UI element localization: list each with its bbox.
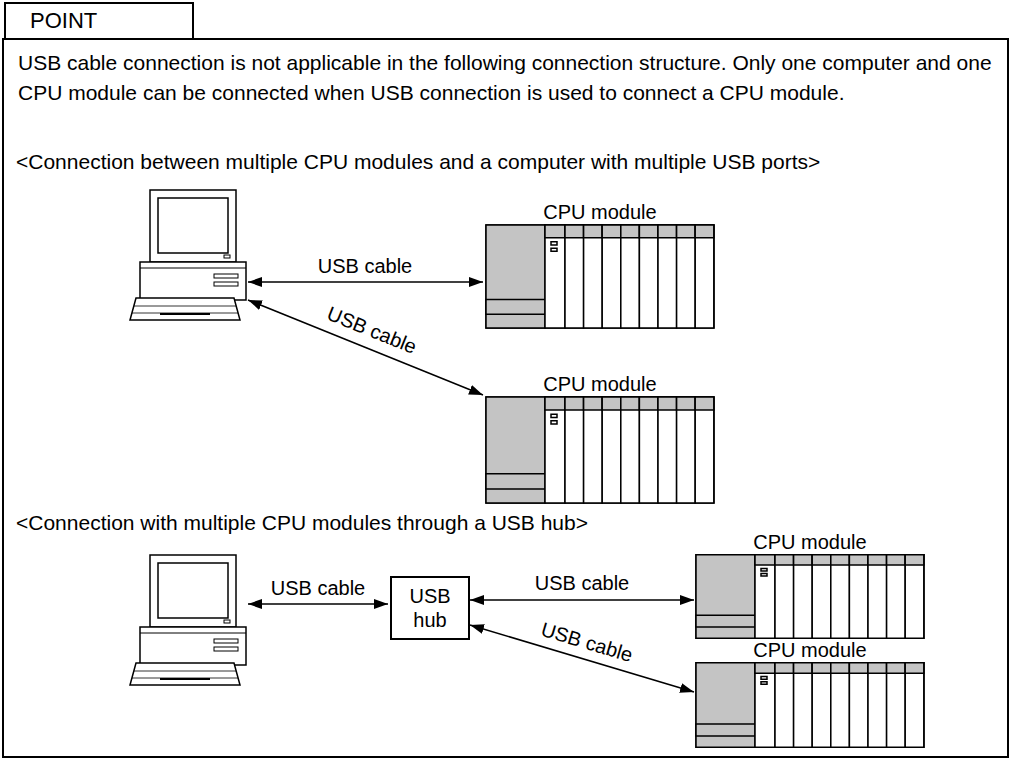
usb-cable-line: [248, 300, 483, 395]
cable-label: USB cable: [324, 301, 421, 359]
cpu-module-body: [695, 554, 925, 639]
cable-label: USB cable: [271, 576, 366, 600]
cable-label: USB cable: [535, 571, 630, 595]
section-heading: <Connection between multiple CPU modules…: [16, 150, 820, 174]
usb-hub-box: USB hub: [390, 576, 470, 640]
module-heading: CPU module: [485, 372, 715, 396]
point-tab: POINT: [4, 2, 194, 40]
cpu-module-body: [485, 224, 715, 329]
cpu-module-drawing: [695, 554, 925, 639]
tab-title: POINT: [6, 4, 192, 38]
cable-label: USB cable: [318, 254, 413, 278]
cpu-module: CPU module: [695, 530, 925, 639]
usb-cable-connector: [470, 599, 694, 601]
usb-cable-line: [248, 603, 388, 605]
cable-label: USB cable: [538, 617, 635, 667]
cpu-module-body: [695, 662, 925, 748]
cpu-module: CPU module: [485, 372, 715, 504]
section-heading: <Connection with multiple CPU modules th…: [16, 511, 588, 535]
cpu-module: CPU module: [485, 200, 715, 329]
usb-cable-line: [248, 281, 483, 283]
point-frame: USB cable connection is not applicable i…: [2, 38, 1009, 758]
computer-icon: [130, 190, 246, 320]
note-paragraph: USB cable connection is not applicable i…: [18, 48, 998, 108]
module-heading: CPU module: [485, 200, 715, 224]
hub-label: USB hub: [396, 584, 464, 632]
cpu-module-drawing: [485, 224, 715, 329]
cpu-module: CPU module: [695, 638, 925, 748]
cpu-module-drawing: [485, 396, 715, 504]
computer-icon: [130, 555, 246, 685]
module-heading: CPU module: [695, 638, 925, 662]
cpu-module-drawing: [695, 662, 925, 748]
module-heading: CPU module: [695, 530, 925, 554]
cpu-module-body: [485, 396, 715, 504]
